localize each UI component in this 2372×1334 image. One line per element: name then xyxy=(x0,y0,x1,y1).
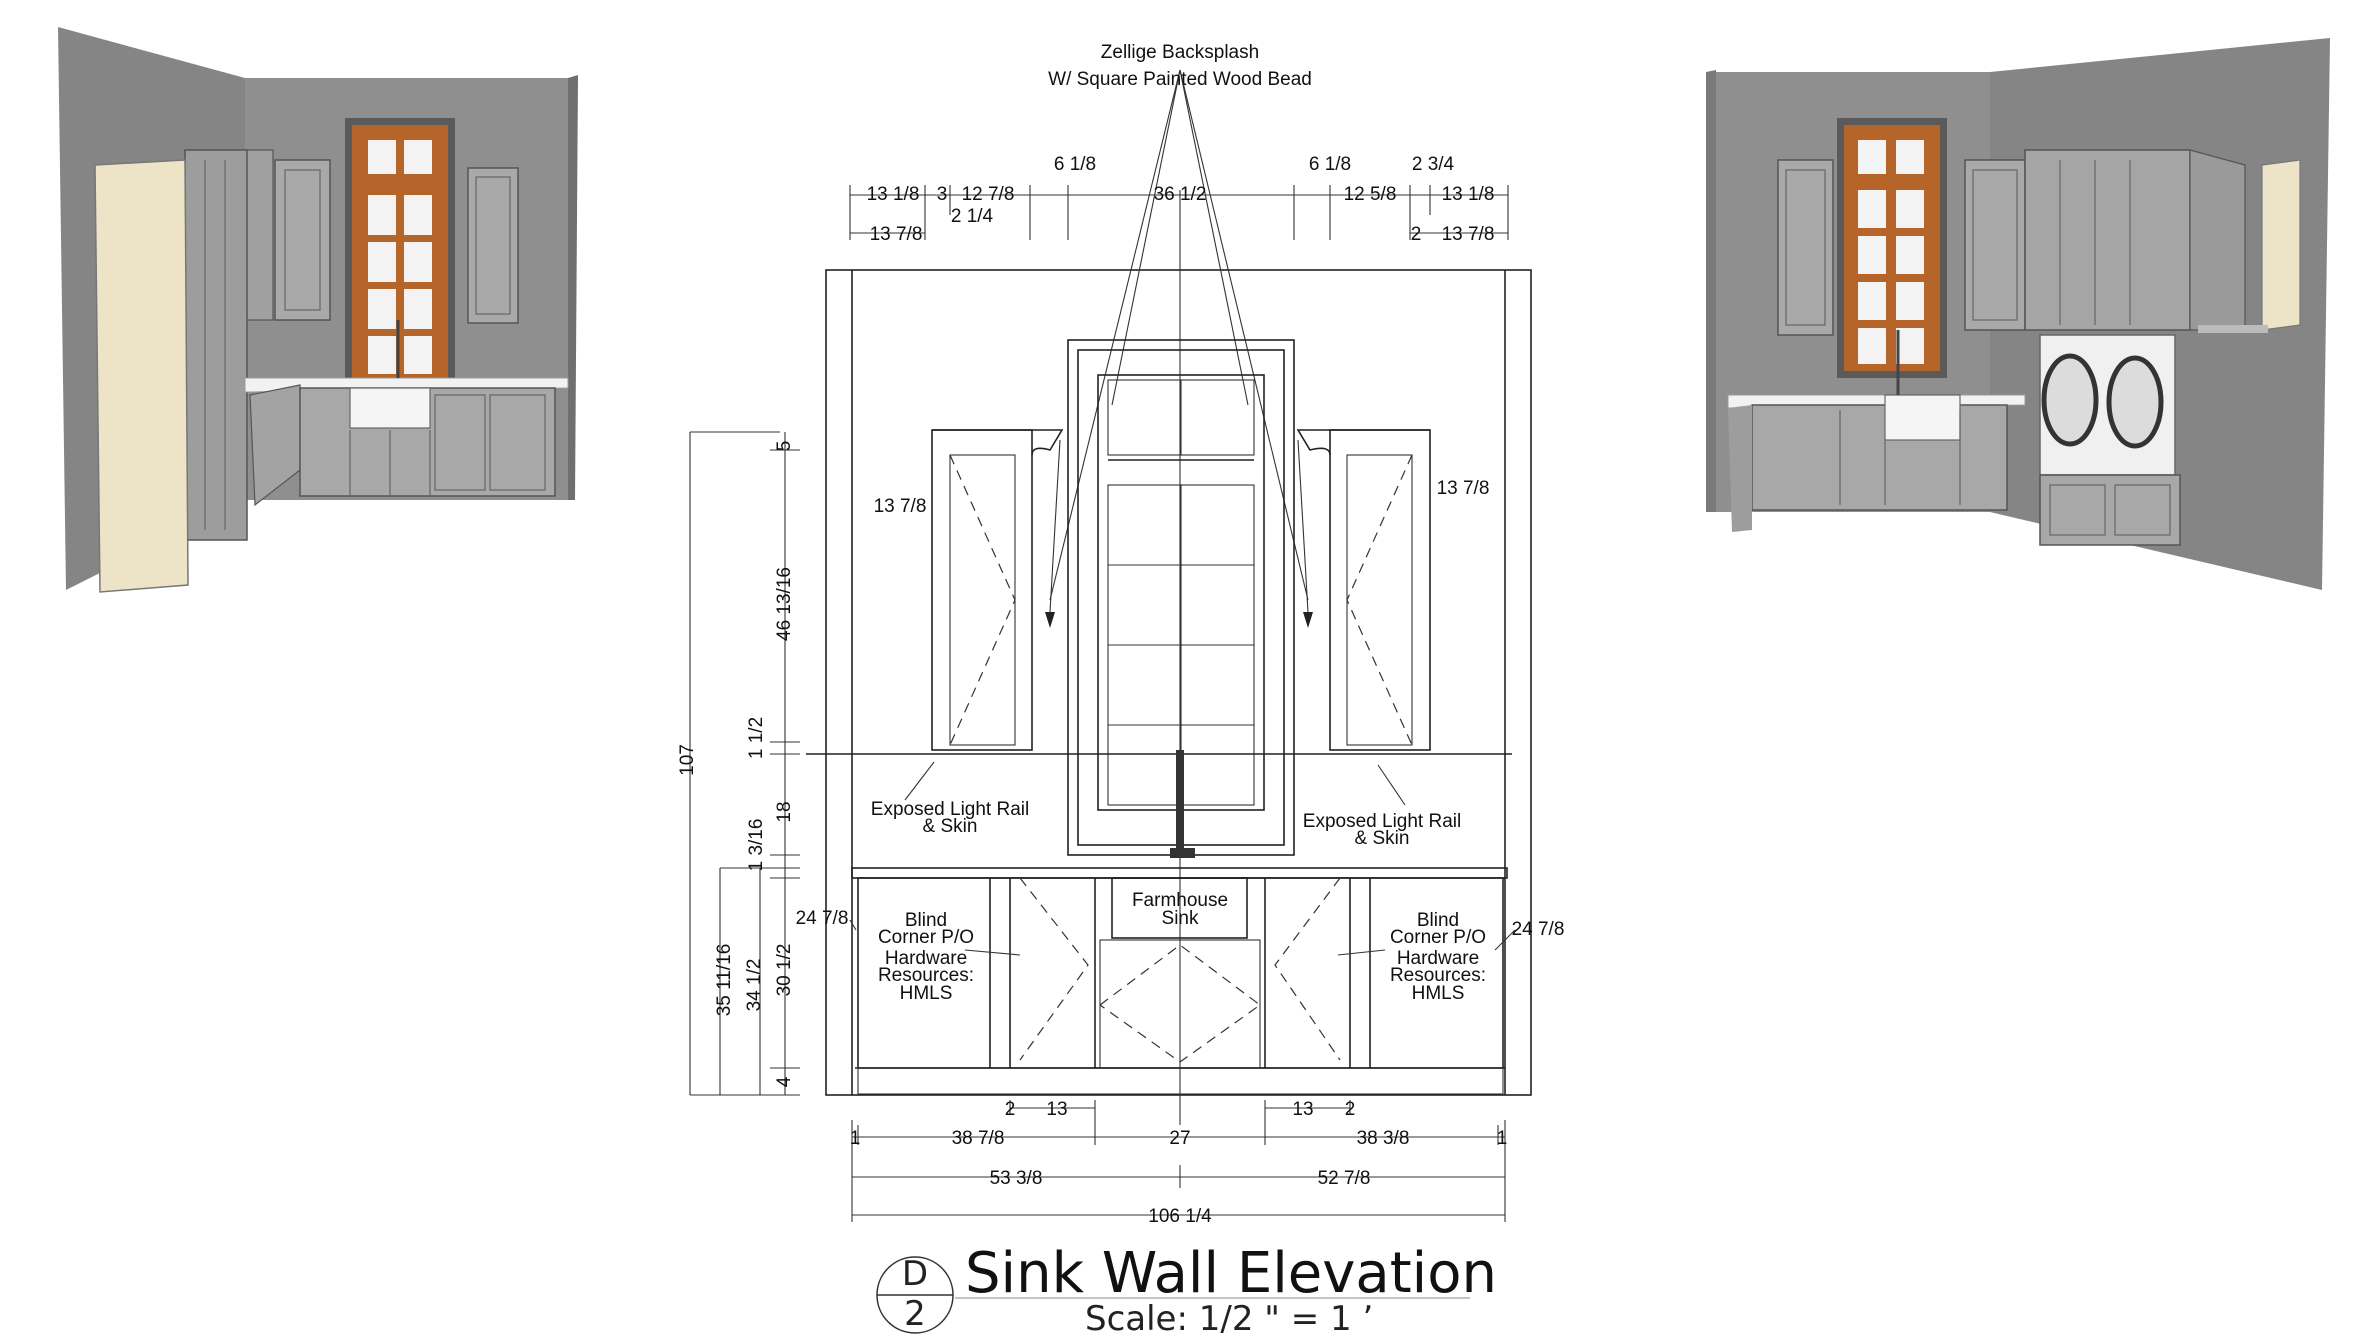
blind-right-line4: Resources: xyxy=(1390,965,1486,986)
blind-right-line5: HMLS xyxy=(1412,983,1465,1004)
dim-top-5: 36 1/2 xyxy=(1154,184,1207,205)
backsplash-note-line2: W/ Square Painted Wood Bead xyxy=(1048,69,1312,90)
dim-base-left: 24 7/8 xyxy=(796,908,849,929)
dim-b1-5: 1 xyxy=(1497,1128,1508,1149)
backsplash-note-line1: Zellige Backsplash xyxy=(1101,42,1259,63)
note-labels: Zellige Backsplash W/ Square Painted Woo… xyxy=(871,42,1486,1004)
dim-b1-3: 27 xyxy=(1169,1128,1190,1149)
dim-upper-left: 13 7/8 xyxy=(874,496,927,517)
dim-b-small-2: 13 xyxy=(1046,1099,1067,1120)
blind-left-line5: HMLS xyxy=(900,983,953,1004)
elevation-linework xyxy=(689,69,1532,1222)
dim-v-1-1-2: 1 1/2 xyxy=(746,717,767,759)
light-rail-right-line1: Exposed Light Rail xyxy=(1303,811,1461,832)
blind-left-line1: Blind xyxy=(905,910,947,931)
dim-v-35: 35 11/16 xyxy=(714,944,735,1017)
blind-left-line2: Corner P/O xyxy=(878,927,974,948)
left-3d-render xyxy=(58,27,578,593)
dim-top-6: 6 1/8 xyxy=(1309,154,1351,175)
light-rail-left-line1: Exposed Light Rail xyxy=(871,799,1029,820)
title-block: D 2 Sink Wall Elevation Scale: 1/2 " = 1… xyxy=(876,1241,1497,1334)
drawing-title: Sink Wall Elevation xyxy=(965,1241,1497,1306)
farmhouse-sink-line1: Farmhouse xyxy=(1132,890,1228,911)
dim-top2-2: 2 1/4 xyxy=(951,206,994,227)
dim-v-46: 46 13/16 xyxy=(774,567,795,641)
detail-letter: D xyxy=(902,1254,928,1294)
dim-v-30: 30 1/2 xyxy=(774,944,795,997)
detail-number: 2 xyxy=(904,1294,926,1334)
blind-right-line3: Hardware xyxy=(1397,948,1479,969)
blind-right-line1: Blind xyxy=(1417,910,1459,931)
dim-b1-1: 1 xyxy=(850,1128,861,1149)
blind-left-line3: Hardware xyxy=(885,948,967,969)
dim-v-5: 5 xyxy=(774,441,795,452)
dim-b1-2: 38 7/8 xyxy=(952,1128,1005,1149)
dim-upper-right: 13 7/8 xyxy=(1437,478,1490,499)
dim-b-small-1: 2 xyxy=(1005,1099,1016,1120)
dim-v-1-3-16: 1 3/16 xyxy=(746,819,767,872)
light-rail-right-line2: & Skin xyxy=(1355,828,1410,849)
dim-b1-4: 38 3/8 xyxy=(1357,1128,1410,1149)
dim-top-4: 6 1/8 xyxy=(1054,154,1096,175)
dim-b-small-4: 2 xyxy=(1345,1099,1356,1120)
dim-v-18: 18 xyxy=(774,801,795,822)
dim-v-34: 34 1/2 xyxy=(744,959,765,1012)
dim-top-2: 3 xyxy=(937,184,948,205)
blind-right-line2: Corner P/O xyxy=(1390,927,1486,948)
dim-v-4: 4 xyxy=(774,1076,795,1087)
dim-b-small-3: 13 xyxy=(1292,1099,1313,1120)
dimension-labels: 13 1/8 3 12 7/8 6 1/8 36 1/2 6 1/8 12 5/… xyxy=(677,154,1564,1227)
dim-base-right: 24 7/8 xyxy=(1512,919,1565,940)
dim-top-3: 12 7/8 xyxy=(962,184,1015,205)
dim-top-7: 12 5/8 xyxy=(1344,184,1397,205)
dim-top-9: 13 1/8 xyxy=(1442,184,1495,205)
dim-total: 106 1/4 xyxy=(1148,1206,1212,1227)
dim-top2-1: 13 7/8 xyxy=(870,224,923,245)
dim-top2-3: 2 xyxy=(1411,224,1422,245)
dim-v-107: 107 xyxy=(677,744,698,776)
dim-top-1: 13 1/8 xyxy=(867,184,920,205)
dim-top-8: 2 3/4 xyxy=(1412,154,1455,175)
dim-b2-2: 52 7/8 xyxy=(1318,1168,1371,1189)
blind-left-line4: Resources: xyxy=(878,965,974,986)
right-3d-render xyxy=(1706,38,2330,590)
light-rail-left-line2: & Skin xyxy=(923,816,978,837)
dim-top2-4: 13 7/8 xyxy=(1442,224,1495,245)
drawing-scale: Scale: 1/2 " = 1 ’ xyxy=(1085,1299,1373,1334)
dim-b2-1: 53 3/8 xyxy=(990,1168,1043,1189)
farmhouse-sink-line2: Sink xyxy=(1162,908,1199,929)
